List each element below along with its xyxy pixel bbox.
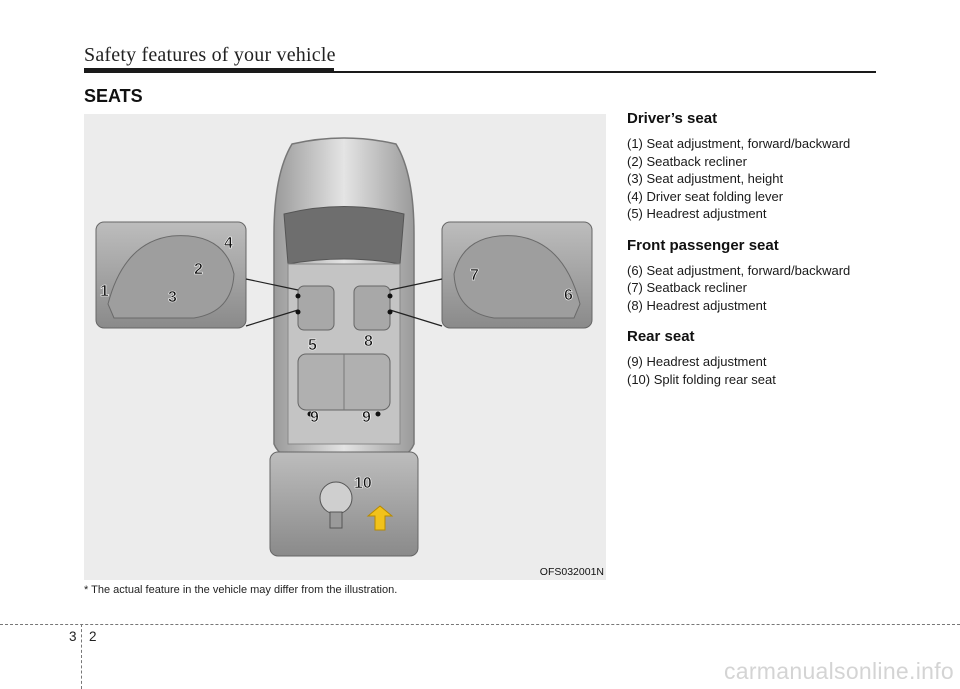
callout-8: 8 <box>364 333 373 350</box>
folding-arrow <box>366 505 394 531</box>
list-item: (3) Seat adjustment, height <box>627 171 784 186</box>
page-header-title: Safety features of your vehicle <box>84 44 336 66</box>
section-title: SEATS <box>84 86 143 106</box>
windshield <box>283 206 405 265</box>
list-item: (10) Split folding rear seat <box>627 371 776 387</box>
footer-dashed-divider <box>81 624 82 689</box>
callout-7: 7 <box>470 267 479 284</box>
front-passenger-seat-heading: Front passenger seat <box>627 236 779 254</box>
callout-10: 10 <box>354 475 372 492</box>
callout-4: 4 <box>224 235 233 252</box>
seats-illustration: 1 2 3 4 5 6 7 8 9 9 10 OFS032001N <box>84 114 606 580</box>
callout-2: 2 <box>194 261 203 278</box>
front-seat-left <box>297 285 335 331</box>
list-item: (5) Headrest adjustment <box>627 206 767 221</box>
footer-dashed-rule <box>0 624 960 625</box>
seat-descriptions: Driver’s seat (1) Seat adjustment, forwa… <box>627 110 927 402</box>
driver-seat-cushion <box>107 235 235 319</box>
list-item: (4) Driver seat folding lever <box>627 188 784 204</box>
passenger-seat-cushion <box>453 235 581 319</box>
list-item: (2) Seatback recliner <box>627 153 747 169</box>
list-item: (7) Seatback recliner <box>627 280 747 295</box>
header-rule-thin <box>84 71 876 73</box>
figure-code: OFS032001N <box>539 566 604 578</box>
page-chapter: 3 <box>69 629 77 644</box>
front-seat-right <box>353 285 391 331</box>
car-illustration-svg: 1 2 3 4 5 6 7 8 9 9 10 <box>95 137 593 557</box>
drivers-seat-heading: Driver’s seat <box>627 110 718 127</box>
callout-9-right: 9 <box>362 409 371 426</box>
rear-seat-group: Rear seat (9) Headrest adjustment (10) S… <box>627 328 927 388</box>
callout-9-left: 9 <box>310 409 319 426</box>
callout-1: 1 <box>100 283 109 300</box>
list-item: (9) Headrest adjustment <box>627 354 767 369</box>
callout-3: 3 <box>168 289 177 306</box>
rear-seat-heading: Rear seat <box>627 328 695 345</box>
page-number: 2 <box>89 629 97 644</box>
pointer-dots <box>295 293 393 417</box>
front-passenger-seat-group: Front passenger seat (6) Seat adjustment… <box>627 237 927 315</box>
callout-6: 6 <box>564 287 573 304</box>
folding-knob <box>319 481 353 515</box>
callout-5: 5 <box>308 337 317 354</box>
figure-footnote: * The actual feature in the vehicle may … <box>84 584 398 596</box>
list-item: (6) Seat adjustment, forward/backward <box>627 262 851 278</box>
drivers-seat-group: Driver’s seat (1) Seat adjustment, forwa… <box>627 110 927 223</box>
list-item: (1) Seat adjustment, forward/backward <box>627 136 851 151</box>
header-rule-thick <box>84 68 334 73</box>
watermark: carmanualsonline.info <box>723 658 954 684</box>
list-item: (8) Headrest adjustment <box>627 297 767 313</box>
